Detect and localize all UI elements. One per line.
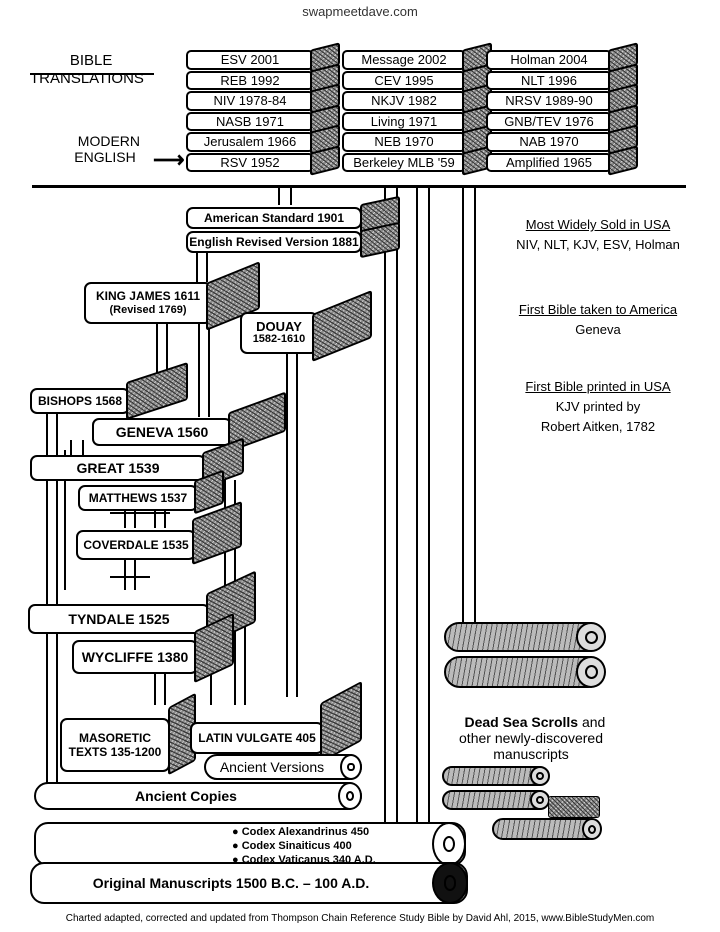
tyndale-book: TYNDALE 1525: [28, 604, 210, 634]
connector-line: [474, 188, 476, 628]
modern-translation-book: Berkeley MLB '59: [342, 152, 466, 172]
connector-line: [64, 450, 66, 590]
modern-translation-book: CEV 1995: [342, 70, 466, 90]
connector-line: [166, 322, 168, 387]
modern-translation-book: NEB 1970: [342, 132, 466, 152]
original-manuscripts-scroll: Original Manuscripts 1500 B.C. – 100 A.D…: [30, 862, 468, 904]
king-james-book: KING JAMES 1611(Revised 1769): [84, 282, 212, 324]
dead-sea-scroll: [444, 656, 606, 688]
right-arrow-icon: ⟶: [153, 147, 185, 172]
connector-line: [134, 560, 136, 590]
connector-line: [206, 252, 208, 282]
connector-line: [296, 352, 298, 697]
page-url[interactable]: swapmeetdave.com: [302, 4, 418, 19]
ancient-versions-scroll: Ancient Versions: [204, 754, 362, 780]
wycliffe-book: WYCLIFFE 1380: [72, 640, 198, 674]
connector-line: [164, 670, 166, 705]
browser-top-bar: swapmeetdave.com: [0, 0, 720, 26]
connector-line: [196, 252, 198, 282]
modern-translation-book: Living 1971: [342, 111, 466, 131]
modern-translation-book: GNB/TEV 1976: [486, 111, 612, 131]
modern-translation-book: NLT 1996: [486, 70, 612, 90]
first-bible-america-note: First Bible taken to America Geneva: [518, 302, 678, 338]
heading-underline: [30, 73, 154, 75]
most-widely-sold-note: Most Widely Sold in USA NIV, NLT, KJV, E…: [516, 217, 680, 253]
connector-line: [46, 410, 48, 785]
modern-translation-book: NIV 1978-84: [186, 91, 314, 111]
book-spine: [312, 289, 372, 363]
codex-sinaiticus: ● Codex Sinaiticus 400: [232, 839, 352, 852]
connector-line: [56, 410, 58, 785]
dead-sea-scroll: [444, 622, 606, 652]
manuscript-roll: [492, 818, 602, 840]
manuscript-roll: [442, 790, 550, 810]
modern-translation-book: ESV 2001: [186, 50, 314, 70]
dead-sea-scrolls-caption: Dead Sea Scrolls and other newly-discove…: [459, 714, 606, 763]
modern-translation-book: NRSV 1989-90: [486, 91, 612, 111]
manuscript-roll: [442, 766, 550, 786]
bible-translations-heading: BIBLE TRANSLATIONS: [30, 52, 144, 87]
connector-line: [198, 322, 200, 417]
codex-alexandrinus: ● Codex Alexandrinus 450: [232, 826, 370, 838]
modern-translation-book: Amplified 1965: [486, 152, 612, 172]
modern-translation-book: Holman 2004: [486, 50, 612, 70]
modern-translation-book: Message 2002: [342, 50, 466, 70]
connector-line: [156, 322, 158, 387]
masoretic-texts-book: MASORETIC TEXTS 135-1200: [60, 718, 170, 772]
connector-line: [384, 188, 386, 823]
modern-translation-book: Jerusalem 1966: [186, 132, 314, 152]
connector-line: [428, 188, 430, 823]
connector-line: [416, 188, 418, 823]
connector-line: [164, 508, 166, 528]
modern-translation-book: NASB 1971: [186, 111, 314, 131]
connector-line: [462, 188, 464, 628]
latin-vulgate-book: LATIN VULGATE 405: [190, 722, 324, 754]
ancient-copies-scroll: Ancient Copies: [34, 782, 362, 810]
source-credit: Charted adapted, corrected and updated f…: [65, 913, 655, 924]
modern-translation-book: REB 1992: [186, 70, 314, 90]
connector-line: [208, 322, 210, 417]
american-standard-book: American Standard 1901: [186, 207, 362, 229]
connector-line: [154, 670, 156, 705]
bishops-book: BISHOPS 1568: [30, 388, 130, 414]
modern-translation-book: RSV 1952: [186, 152, 314, 172]
modern-era-separator: [32, 185, 686, 188]
connector-line: [244, 610, 246, 705]
first-bible-printed-note: First Bible printed in USA KJV printed b…: [525, 379, 671, 435]
connector-line: [210, 660, 212, 705]
connector-line: [124, 560, 126, 590]
great-book: GREAT 1539: [30, 455, 206, 481]
connector-line: [278, 185, 280, 205]
book-spine: [320, 680, 362, 764]
coverdale-book: COVERDALE 1535: [76, 530, 196, 560]
english-revised-book: English Revised Version 1881: [186, 231, 362, 253]
connector-line: [134, 508, 136, 528]
connector-line: [234, 610, 236, 705]
manuscript-fragment: [548, 796, 600, 818]
modern-translation-book: NKJV 1982: [342, 91, 466, 111]
connector-bar: [110, 576, 150, 578]
connector-bar: [110, 512, 170, 514]
connector-line: [154, 508, 156, 528]
matthews-book: MATTHEWS 1537: [78, 485, 198, 511]
connector-line: [286, 352, 288, 697]
modern-english-label: MODERN ENGLISH: [74, 133, 141, 166]
modern-translation-book: NAB 1970: [486, 132, 612, 152]
connector-line: [396, 188, 398, 823]
connector-line: [124, 508, 126, 528]
geneva-book: GENEVA 1560: [92, 418, 232, 446]
connector-line: [290, 185, 292, 205]
